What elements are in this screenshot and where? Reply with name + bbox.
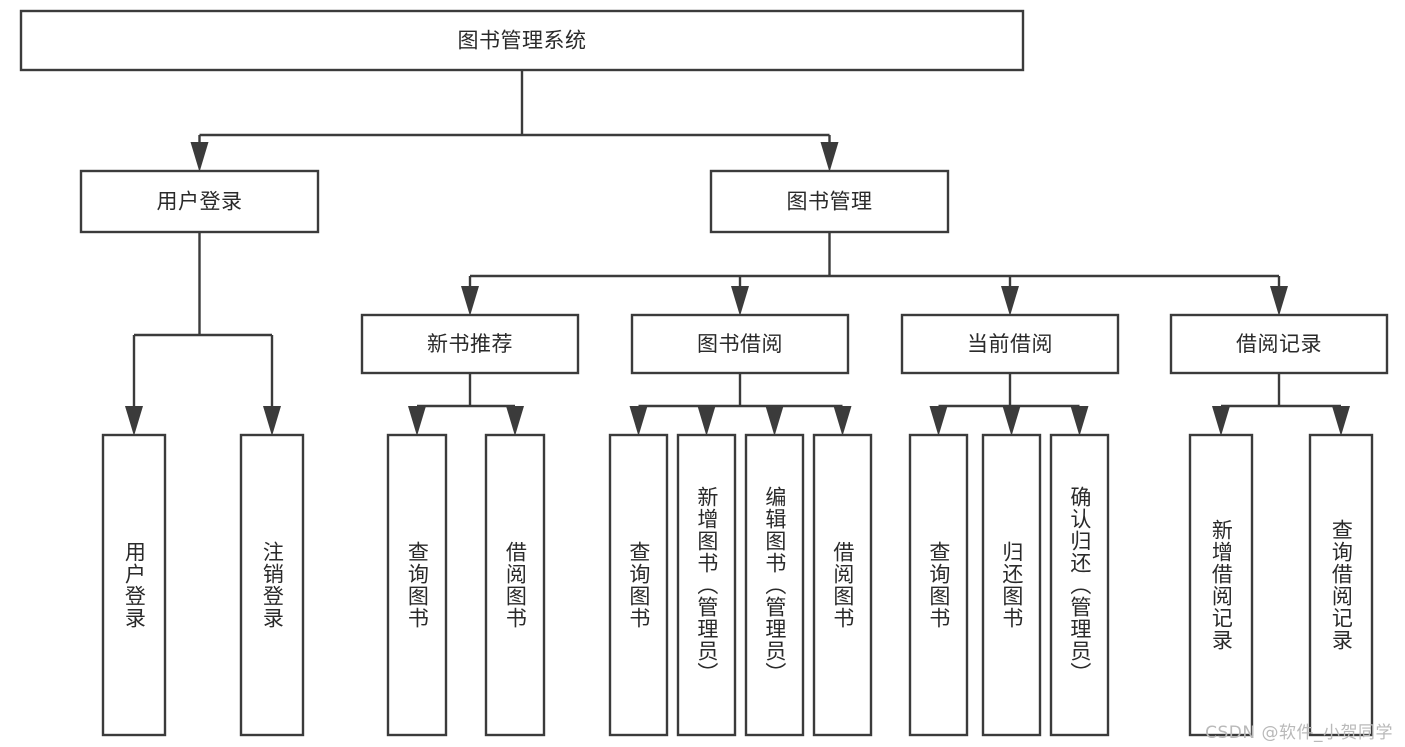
arrow-head-leaf-add-record [1212, 406, 1230, 436]
arrow-head-leaf-logout [263, 406, 281, 436]
arrow-head-current-borrow [1001, 286, 1019, 316]
node-book-manage-label: 图书管理 [787, 190, 873, 214]
node-leaf-query-book-2[interactable] [608, 433, 669, 737]
arrow-head-leaf-borrow-book-1 [506, 406, 524, 436]
arrow-head-book-manage [820, 142, 839, 172]
arrow-head-borrow-record [1270, 286, 1288, 316]
arrow-head-new-book-rec [461, 286, 479, 316]
watermark-text: CSDN @软件_小贺同学 [1205, 723, 1393, 743]
connectors-layer [125, 70, 1350, 436]
node-user-login[interactable] [79, 169, 320, 234]
node-leaf-confirm-return[interactable] [1049, 433, 1110, 737]
arrow-head-user-login [190, 142, 209, 172]
boxes-layer [19, 9, 1389, 737]
arrow-head-leaf-user-login [125, 406, 143, 436]
arrow-head-leaf-add-book [697, 406, 716, 436]
node-current-borrow-label: 当前借阅 [967, 332, 1053, 356]
node-leaf-query-record[interactable] [1308, 433, 1374, 737]
arrow-head-leaf-query-book-1 [408, 406, 426, 436]
node-user-login-label: 用户登录 [157, 190, 243, 214]
arrow-head-leaf-query-book-3 [929, 406, 948, 436]
node-borrow-record[interactable] [1169, 313, 1389, 375]
node-leaf-return-book[interactable] [981, 433, 1042, 737]
node-leaf-query-book-3[interactable] [908, 433, 969, 737]
node-leaf-borrow-book-2[interactable] [812, 433, 873, 737]
node-leaf-borrow-book-1[interactable] [484, 433, 546, 737]
arrow-head-leaf-borrow-book-2 [833, 406, 852, 436]
node-leaf-add-book[interactable] [676, 433, 737, 737]
node-root[interactable] [19, 9, 1025, 72]
node-leaf-query-book-1[interactable] [386, 433, 448, 737]
node-book-borrow[interactable] [630, 313, 850, 375]
node-new-book-rec[interactable] [360, 313, 580, 375]
node-leaf-edit-book[interactable] [744, 433, 805, 737]
node-new-book-rec-label: 新书推荐 [427, 332, 513, 356]
arrow-head-leaf-return-book [1002, 406, 1021, 436]
node-leaf-logout[interactable] [239, 433, 305, 737]
node-root-label: 图书管理系统 [458, 29, 587, 53]
arrow-head-leaf-edit-book [765, 406, 784, 436]
arrow-head-leaf-query-record [1332, 406, 1350, 436]
arrow-head-book-borrow [731, 286, 749, 316]
node-current-borrow[interactable] [900, 313, 1120, 375]
arrow-head-leaf-confirm-return [1070, 406, 1089, 436]
node-book-manage[interactable] [709, 169, 950, 234]
node-borrow-record-label: 借阅记录 [1236, 332, 1322, 356]
node-leaf-add-record[interactable] [1188, 433, 1254, 737]
arrow-head-leaf-query-book-2 [629, 406, 648, 436]
node-book-borrow-label: 图书借阅 [697, 332, 783, 356]
node-leaf-user-login[interactable] [101, 433, 167, 737]
